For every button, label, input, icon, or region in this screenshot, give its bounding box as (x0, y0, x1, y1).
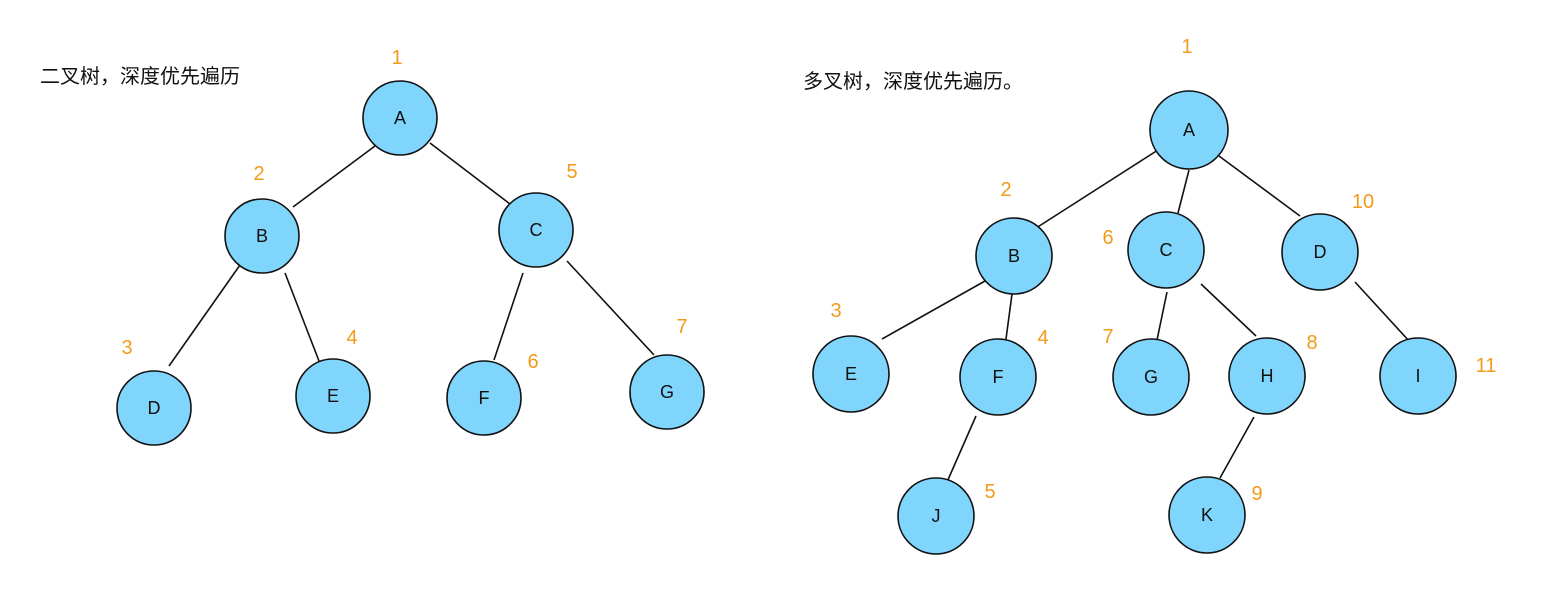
nary-tree-edges (881, 149, 1411, 483)
binary-node-c-label: C (530, 220, 543, 240)
binary-edge-c-g (566, 260, 655, 356)
binary-node-e: E 4 (295, 327, 371, 434)
nary-node-k-label: K (1201, 505, 1213, 525)
nary-node-a-circle (1149, 90, 1229, 170)
binary-node-e-order: 4 (346, 327, 357, 349)
binary-node-g-label: G (660, 382, 674, 402)
nary-node-e: E 3 (812, 300, 890, 413)
nary-node-c-circle (1127, 211, 1205, 289)
nary-node-j-label: J (932, 506, 941, 526)
nary-edge-b-e (881, 280, 986, 340)
nary-node-h-label: H (1261, 366, 1274, 386)
nary-node-d-circle (1281, 213, 1359, 291)
binary-node-a-label: A (394, 108, 406, 128)
nary-node-d-label: D (1314, 242, 1327, 262)
nary-node-k: K 9 (1168, 476, 1263, 554)
nary-node-c-order: 6 (1102, 227, 1113, 249)
binary-node-c-order: 5 (566, 161, 577, 183)
binary-node-g: G 7 (629, 316, 705, 430)
nary-edge-h-k (1219, 416, 1255, 479)
nary-node-b: B 2 (975, 179, 1053, 295)
nary-node-c: C 6 (1102, 211, 1205, 289)
nary-edge-a-d (1218, 155, 1301, 217)
binary-node-e-label: E (327, 386, 339, 406)
nary-node-b-order: 2 (1000, 179, 1011, 201)
nary-node-g: G 7 (1102, 326, 1190, 416)
binary-node-g-circle (629, 354, 705, 430)
nary-node-j-circle (897, 477, 975, 555)
nary-edge-c-h (1200, 283, 1257, 337)
binary-node-d: D 3 (116, 337, 192, 446)
binary-node-b: B 2 (224, 163, 300, 274)
binary-tree-diagram: 二叉树，深度优先遍历 A 1 B 2 C 5 D 3 (40, 47, 705, 446)
nary-node-k-order: 9 (1251, 483, 1262, 505)
binary-node-f: F 6 (446, 351, 539, 436)
nary-node-h: H 8 (1228, 332, 1318, 415)
nary-node-d-order: 10 (1352, 191, 1374, 213)
nary-node-i-order: 11 (1476, 355, 1497, 377)
binary-node-f-order: 6 (527, 351, 538, 373)
nary-edge-d-i (1354, 281, 1411, 343)
nary-node-f: F 4 (959, 327, 1049, 416)
nary-node-e-label: E (845, 364, 857, 384)
nary-node-b-circle (975, 217, 1053, 295)
binary-node-c-circle (498, 192, 574, 268)
nary-node-j-order: 5 (984, 481, 995, 503)
nary-node-h-order: 8 (1306, 332, 1317, 354)
nary-node-h-circle (1228, 337, 1306, 415)
nary-node-k-circle (1168, 476, 1246, 554)
nary-edge-a-b (1032, 149, 1159, 231)
binary-node-d-order: 3 (121, 337, 132, 359)
nary-edge-f-j (946, 415, 977, 483)
binary-node-b-circle (224, 198, 300, 274)
binary-node-g-order: 7 (676, 316, 687, 338)
binary-node-a-circle (362, 80, 438, 156)
nary-node-b-label: B (1008, 246, 1020, 266)
binary-node-e-circle (295, 358, 371, 434)
nary-edge-b-f (1005, 293, 1013, 340)
nary-node-j: J 5 (897, 477, 996, 555)
nary-node-i-circle (1379, 337, 1457, 415)
binary-node-c: C 5 (498, 161, 578, 268)
nary-node-c-label: C (1160, 240, 1173, 260)
nary-node-g-label: G (1144, 367, 1158, 387)
nary-node-g-circle (1112, 338, 1190, 416)
nary-node-f-circle (959, 338, 1037, 416)
binary-edge-a-b (292, 145, 376, 208)
binary-edge-b-e (284, 272, 320, 362)
nary-node-i-label: I (1415, 366, 1420, 386)
nary-node-e-circle (812, 335, 890, 413)
binary-tree-title: 二叉树，深度优先遍历 (40, 64, 240, 88)
binary-edge-c-f (493, 272, 524, 361)
nary-edge-c-g (1156, 291, 1168, 341)
nary-node-a: A 1 (1149, 36, 1229, 170)
binary-node-d-circle (116, 370, 192, 446)
binary-node-b-order: 2 (253, 163, 264, 185)
nary-tree-diagram: 多叉树，深度优先遍历。 A 1 B 2 C 6 (803, 36, 1497, 555)
nary-node-a-label: A (1183, 120, 1195, 140)
binary-edge-b-d (168, 264, 241, 367)
nary-tree-title: 多叉树，深度优先遍历。 (803, 69, 1023, 93)
binary-node-f-label: F (479, 388, 490, 408)
nary-node-a-order: 1 (1181, 36, 1192, 58)
binary-node-f-circle (446, 360, 522, 436)
nary-edge-a-c (1177, 169, 1190, 214)
nary-node-d: D 10 (1281, 191, 1374, 291)
nary-node-f-order: 4 (1037, 327, 1048, 349)
nary-node-e-order: 3 (830, 300, 841, 322)
binary-tree-edges (168, 142, 655, 367)
binary-edge-a-c (429, 142, 511, 205)
nary-node-f-label: F (993, 367, 1004, 387)
nary-node-g-order: 7 (1102, 326, 1113, 348)
binary-node-a: A 1 (362, 47, 438, 156)
binary-node-d-label: D (148, 398, 161, 418)
binary-node-b-label: B (256, 226, 268, 246)
nary-node-i: I 11 (1379, 337, 1497, 415)
binary-node-a-order: 1 (391, 47, 402, 69)
